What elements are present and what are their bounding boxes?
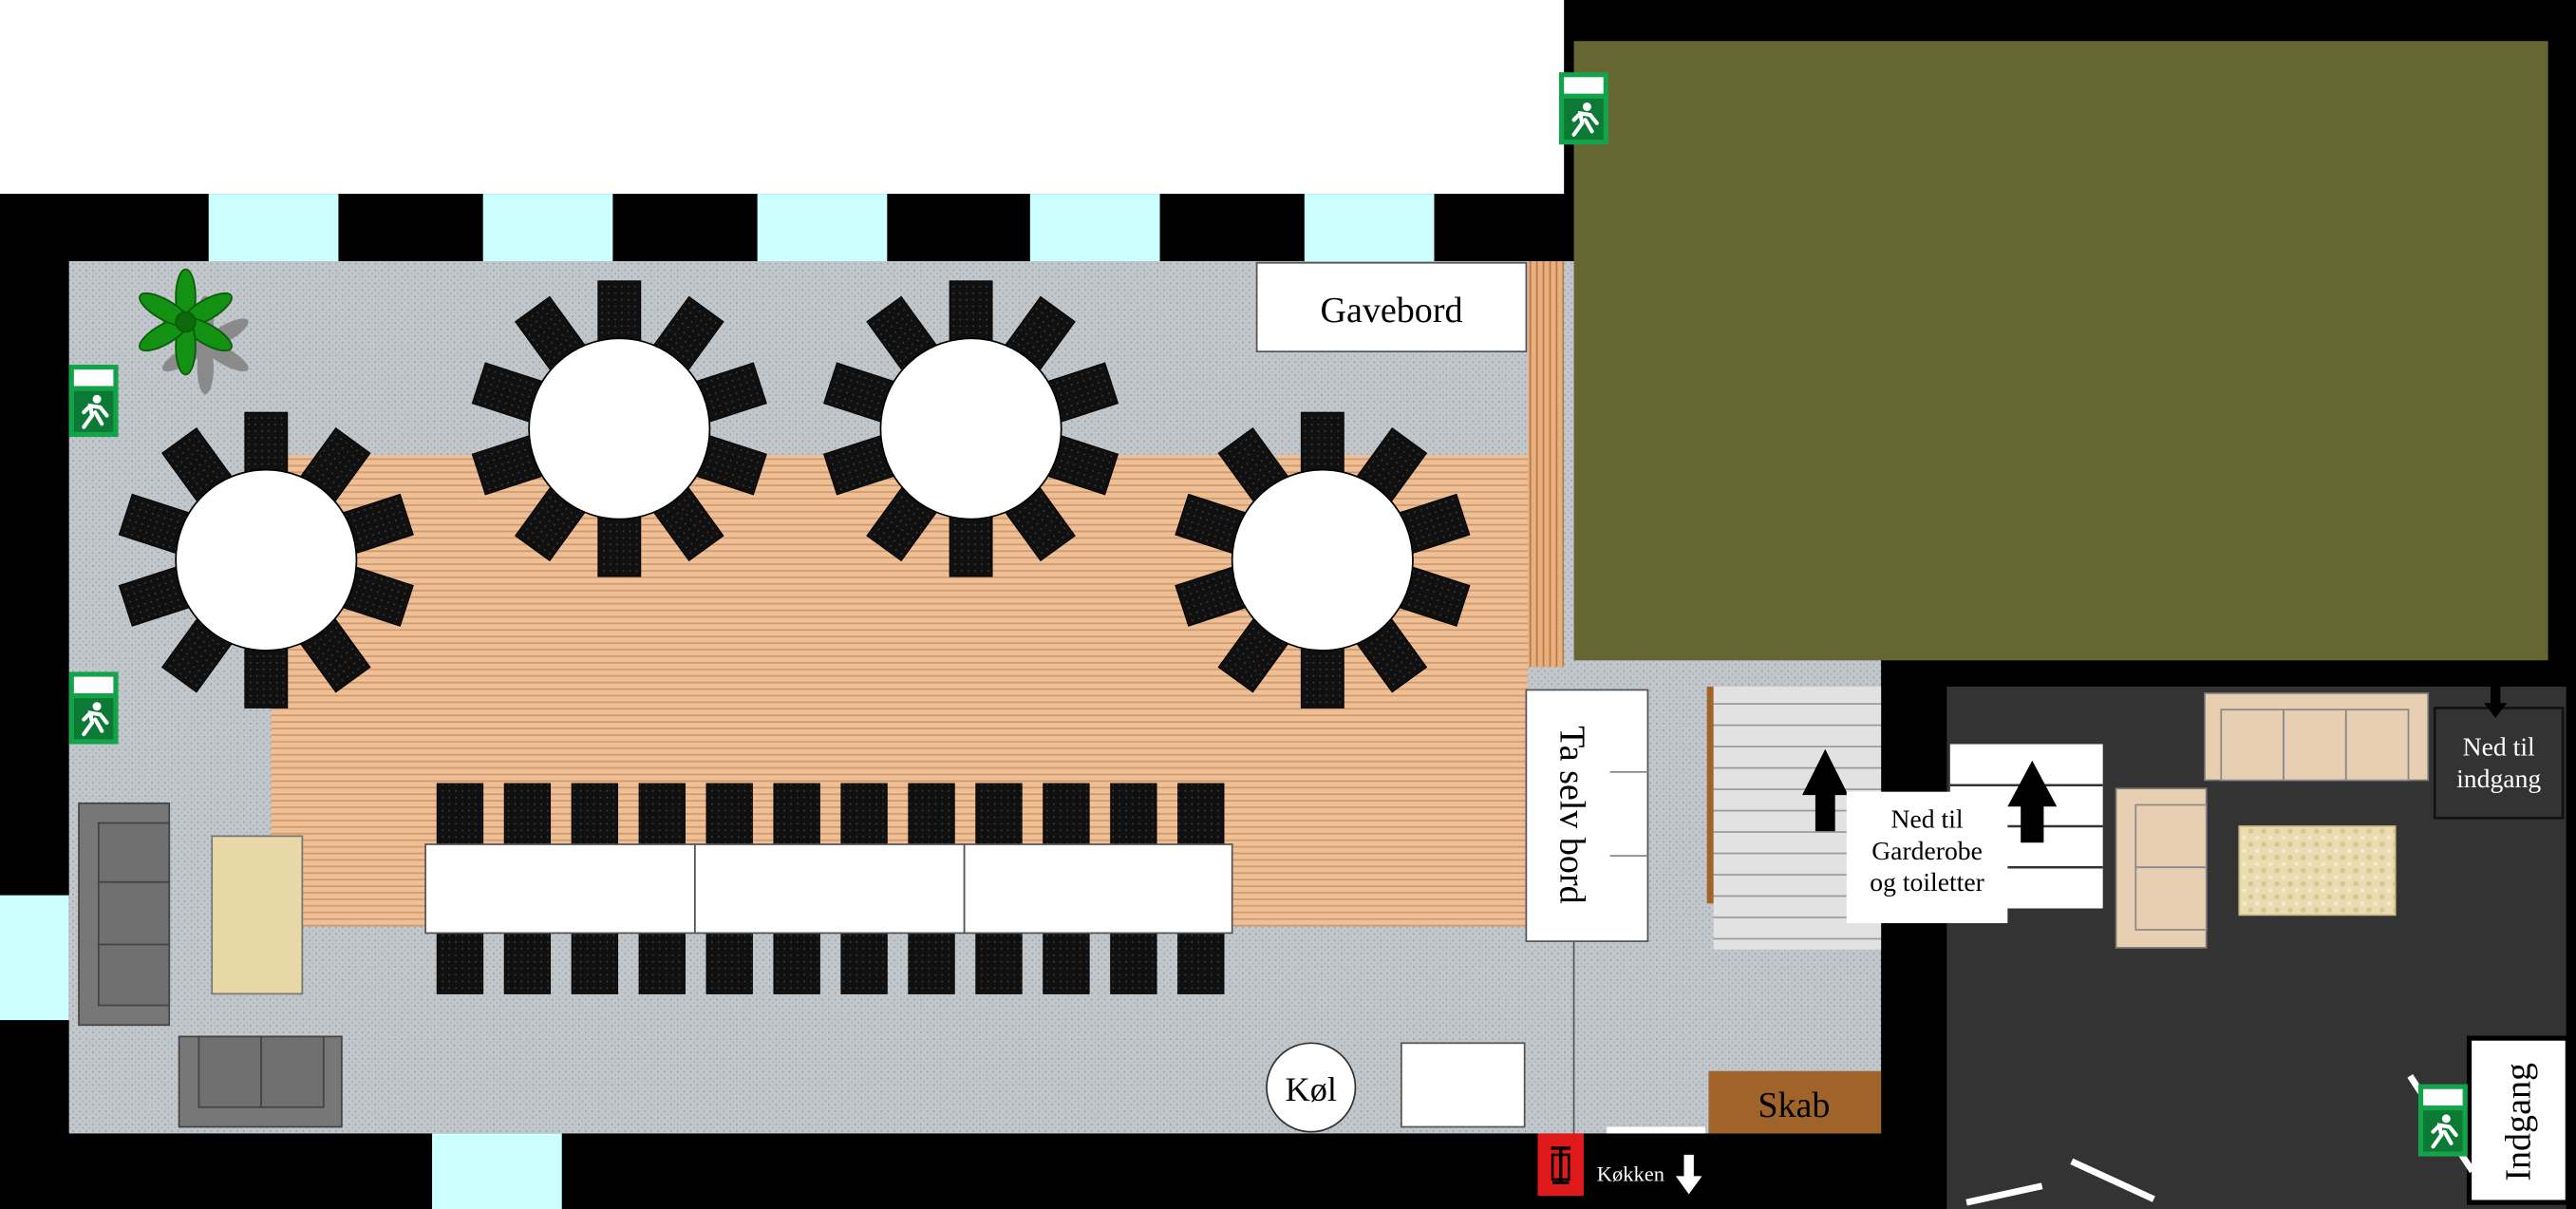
kitchen-label: Køkken (1597, 1162, 1664, 1186)
fridge-label: Køl (1285, 1070, 1336, 1108)
emergency-exit-icon (69, 365, 119, 437)
arrow-down-icon (1675, 1154, 1702, 1195)
stair-rail (1706, 686, 1714, 904)
coffee-table-left (211, 835, 304, 995)
round-table-4 (1175, 411, 1471, 708)
cabinet: Skab (1708, 1070, 1882, 1134)
lounge-sofa-left (2115, 787, 2208, 949)
wooden-ramp (1528, 261, 1565, 668)
plant-icon (139, 268, 249, 395)
round-table-1 (118, 411, 414, 708)
fridge: Køl (1266, 1042, 1357, 1133)
long-table-chairs-bottom (436, 932, 1225, 994)
sofa-left (78, 802, 171, 1027)
lounge-sofa-top (2204, 692, 2430, 782)
fire-extinguisher-icon (1537, 1133, 1584, 1197)
gift-table-label: Gavebord (1320, 291, 1462, 331)
lounge-rug (2238, 825, 2397, 916)
windows (0, 194, 1435, 1209)
emergency-exit-icon (2418, 1085, 2468, 1157)
kitchen-door (1607, 1126, 1705, 1134)
entrance: Indgang (2466, 1035, 2570, 1205)
stairs-up-arrow-icon (1802, 748, 1849, 832)
sofa-bottom (178, 1035, 343, 1128)
round-table-2 (471, 280, 767, 577)
entrance-label: Indgang (2499, 1063, 2539, 1181)
emergency-exit-icon (1559, 72, 1608, 144)
emergency-exit-icon (69, 671, 119, 744)
buffet-table-label: Ta selv bord (1552, 726, 1592, 903)
gift-table: Gavebord (1255, 261, 1528, 353)
long-table-chairs-top (436, 783, 1225, 845)
cabinet-label: Skab (1758, 1086, 1830, 1125)
round-table-3 (822, 280, 1119, 577)
stage (1573, 41, 2548, 661)
side-table (1401, 1042, 1526, 1128)
long-table (424, 843, 1233, 935)
buffet-table: Ta selv bord (1525, 689, 1649, 942)
